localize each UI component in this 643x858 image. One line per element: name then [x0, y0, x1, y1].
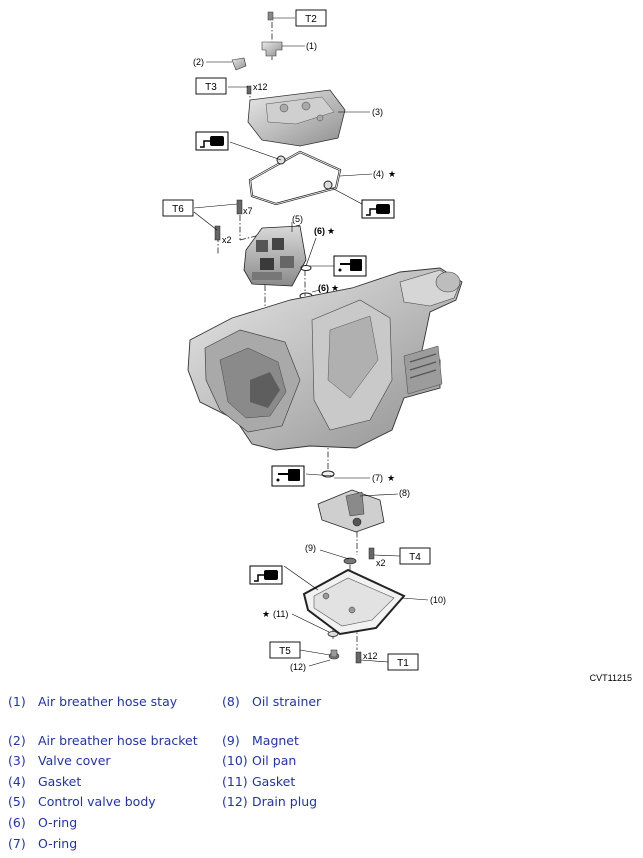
- callout-11: (11): [273, 609, 288, 619]
- callout-5: (5): [292, 214, 303, 224]
- torque-callout-t4: T4: [399, 547, 431, 565]
- callout-6a: (6): [314, 226, 325, 236]
- valve-body-bolts: [214, 85, 252, 241]
- control-valve-body: [243, 225, 307, 287]
- valve-cover: [247, 89, 346, 147]
- oil-pan: [302, 568, 406, 636]
- star-6a: ★: [327, 226, 335, 236]
- parts-legend: (1)Air breather hose stay (2)Air breathe…: [8, 694, 322, 851]
- star-4: ★: [388, 169, 396, 179]
- transmission-case: [187, 267, 463, 451]
- figure-code: CVT11215: [590, 673, 632, 683]
- torque-callout-t6: T6: [162, 199, 194, 217]
- callout-x12-top: x12: [253, 82, 268, 92]
- star-11: ★: [262, 609, 270, 619]
- drain-plug: [328, 649, 340, 660]
- svg-text:T2: T2: [305, 14, 317, 25]
- svg-text:T4: T4: [409, 552, 421, 563]
- callout-x7: x7: [243, 206, 253, 216]
- callout-7: (7): [372, 473, 383, 483]
- svg-text:T1: T1: [397, 658, 409, 669]
- grease-symbol-3: [249, 565, 283, 585]
- svg-text:T5: T5: [279, 646, 291, 657]
- callout-10: (10): [430, 595, 446, 605]
- callout-x2-valve: x2: [222, 235, 232, 245]
- leader-lines: [193, 17, 429, 667]
- fluid-symbol-1: [333, 255, 367, 277]
- air-breather-hose-bracket: [231, 57, 247, 71]
- torque-callout-t1: T1: [387, 653, 419, 671]
- oil-strainer-bolt: [368, 547, 375, 560]
- torque-callout-t5: T5: [269, 641, 301, 659]
- gasket-4: [248, 150, 342, 206]
- o-ring-6: [299, 265, 313, 300]
- callout-1: (1): [306, 41, 317, 51]
- callout-4: (4): [373, 169, 384, 179]
- star-6b: ★: [331, 283, 339, 293]
- callout-12: (12): [290, 662, 306, 672]
- callout-x12-bottom: x12: [363, 651, 378, 661]
- fluid-symbol-2: [271, 465, 305, 487]
- oil-pan-bolt: [355, 651, 362, 664]
- torque-callout-t3: T3: [195, 77, 227, 95]
- air-breather-hose-stay: [261, 11, 283, 57]
- magnet: [343, 557, 357, 565]
- torque-callout-t2: T2: [295, 9, 327, 27]
- callout-9: (9): [305, 543, 316, 553]
- gasket-11: [327, 631, 339, 637]
- callout-6b: (6): [318, 283, 329, 293]
- callout-2: (2): [193, 57, 204, 67]
- callout-x2-strainer: x2: [376, 558, 386, 568]
- svg-text:T3: T3: [205, 82, 217, 93]
- exploded-parts-diagram: T2 T3 T6 T4 T5 T1: [162, 9, 632, 683]
- svg-text:T6: T6: [172, 204, 184, 215]
- oil-strainer: [317, 489, 385, 533]
- star-7: ★: [387, 473, 395, 483]
- grease-symbol-1: [195, 131, 229, 151]
- callout-8: (8): [399, 488, 410, 498]
- grease-symbol-2: [361, 199, 395, 219]
- callout-3: (3): [372, 107, 383, 117]
